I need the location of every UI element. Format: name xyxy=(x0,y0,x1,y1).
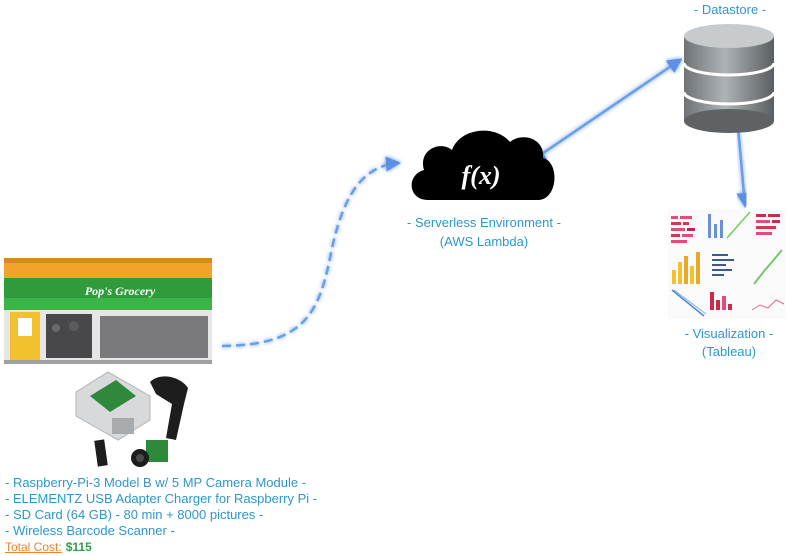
visualization-thumbnails xyxy=(668,209,786,319)
hardware-item: - ELEMENTZ USB Adapter Charger for Raspb… xyxy=(5,491,318,506)
camera-module-device xyxy=(131,440,168,467)
total-cost-label: Total Cost: xyxy=(5,540,62,554)
lambda-label-line1: - Serverless Environment - xyxy=(407,215,561,230)
lambda-datastore-arrow xyxy=(530,58,683,162)
visualization-label-line1: - Visualization - xyxy=(684,326,774,341)
grocery-store-illustration xyxy=(4,258,212,364)
total-cost-value: $115 xyxy=(65,540,92,554)
raspberry-pi-device xyxy=(75,371,151,467)
hardware-list: - Raspberry-Pi-3 Model B w/ 5 MP Camera … xyxy=(5,475,317,539)
cloud-icon xyxy=(411,130,555,200)
database-icon xyxy=(682,24,776,133)
hardware-item: - Wireless Barcode Scanner - xyxy=(5,523,175,538)
store-sign: Pop's Grocery xyxy=(85,284,156,298)
barcode-scanner-device xyxy=(150,376,188,440)
visualization-label-line2: (Tableau) xyxy=(701,344,757,359)
hardware-item: - Raspberry-Pi-3 Model B w/ 5 MP Camera … xyxy=(5,475,307,490)
datastore-label: - Datastore - xyxy=(693,2,767,17)
hardware-item: - SD Card (64 GB) - 80 min + 8000 pictur… xyxy=(5,507,264,522)
datastore-visualization-arrow xyxy=(736,126,752,208)
lambda-label-line2: (AWS Lambda) xyxy=(439,234,529,249)
total-cost-row: Total Cost:$115 xyxy=(5,540,92,554)
function-icon: f(x) xyxy=(462,161,501,190)
store-to-lambda-arrow xyxy=(221,156,401,348)
